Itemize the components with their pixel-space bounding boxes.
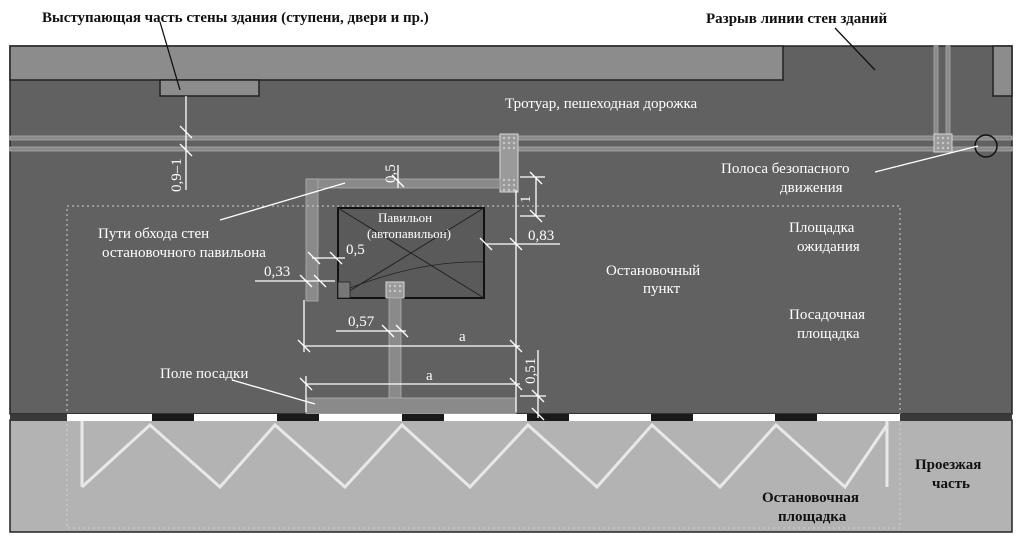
label-sidewalk: Тротуар, пешеходная дорожка — [505, 96, 698, 112]
curb-stripe — [10, 414, 1012, 421]
label-stop-bay-2: площадка — [778, 509, 847, 525]
dimension-0-9-1 — [179, 96, 193, 190]
dimension-0-33 — [255, 274, 335, 288]
dim-label-0-5-top: 0,5 — [383, 164, 399, 183]
dim-label-a-upper: a — [459, 329, 466, 345]
leader-safe-strip — [874, 145, 979, 173]
label-stop-bay-1: Остановочная — [762, 490, 859, 506]
dim-label-a-lower: a — [426, 368, 433, 384]
label-stop-point-2: пункт — [643, 281, 681, 297]
dimension-0-5-top — [391, 165, 405, 188]
leader-wall-break — [834, 27, 876, 71]
label-boarding-area-2: площадка — [797, 326, 860, 342]
pavilion — [337, 207, 485, 299]
label-pavilion-2: (автопавильон) — [367, 226, 451, 241]
safe-strip-marker-circle — [974, 134, 998, 158]
dimension-a-upper — [297, 300, 523, 353]
roadway — [9, 419, 1013, 533]
label-safe-strip-2: движения — [780, 180, 843, 196]
label-boarding-area-1: Посадочная — [789, 307, 865, 323]
label-stop-point-1: Остановочный — [606, 263, 700, 279]
label-bypass-1: Пути обхода стен — [98, 226, 209, 242]
dim-label-0-33: 0,33 — [264, 264, 290, 280]
sidewalk-area — [9, 45, 1013, 415]
projecting-wall-part — [159, 79, 260, 97]
dim-label-0-51: 0,51 — [523, 358, 539, 384]
stop-point-boundary — [66, 205, 901, 529]
dim-label-0-57: 0,57 — [348, 314, 375, 330]
dim-label-0-5-left: 0,5 — [346, 242, 365, 258]
label-bypass-2: остановочного павильона — [102, 245, 266, 261]
building-wall — [9, 45, 784, 81]
label-wall-line-break: Разрыв линии стен зданий — [706, 11, 888, 27]
label-waiting-area-2: ожидания — [797, 239, 860, 255]
label-pavilion-1: Павильон — [378, 210, 432, 225]
dimension-a-lower — [299, 376, 523, 412]
dimension-1 — [520, 171, 545, 223]
dim-label-0-83: 0,83 — [528, 228, 554, 244]
label-roadway-2: часть — [932, 476, 970, 492]
bypass-path-left — [305, 178, 319, 302]
dimension-0-51 — [520, 350, 546, 421]
building-wall-right — [992, 45, 1013, 97]
label-safe-strip-1: Полоса безопасного — [721, 161, 850, 177]
dimension-0-57 — [336, 324, 409, 338]
tactile-path-vertical-bottom — [388, 297, 402, 399]
dimension-0-83 — [479, 190, 560, 412]
leader-bypass — [219, 182, 346, 221]
leader-projecting-part — [159, 21, 181, 91]
dim-label-1: 1 — [518, 196, 534, 204]
label-waiting-area-1: Площадка — [789, 220, 855, 236]
stop-bay-zigzag — [80, 421, 889, 490]
boarding-field — [305, 397, 517, 415]
label-boarding-field: Поле посадки — [160, 366, 248, 382]
dim-label-0-9-1: 0,9–1 — [169, 158, 185, 192]
label-projecting-wall-part: Выступающая часть стены здания (ступени,… — [42, 10, 429, 26]
leader-boarding-field — [231, 379, 316, 405]
label-roadway-1: Проезжая — [915, 457, 981, 473]
dimension-0-5-left — [307, 251, 345, 265]
